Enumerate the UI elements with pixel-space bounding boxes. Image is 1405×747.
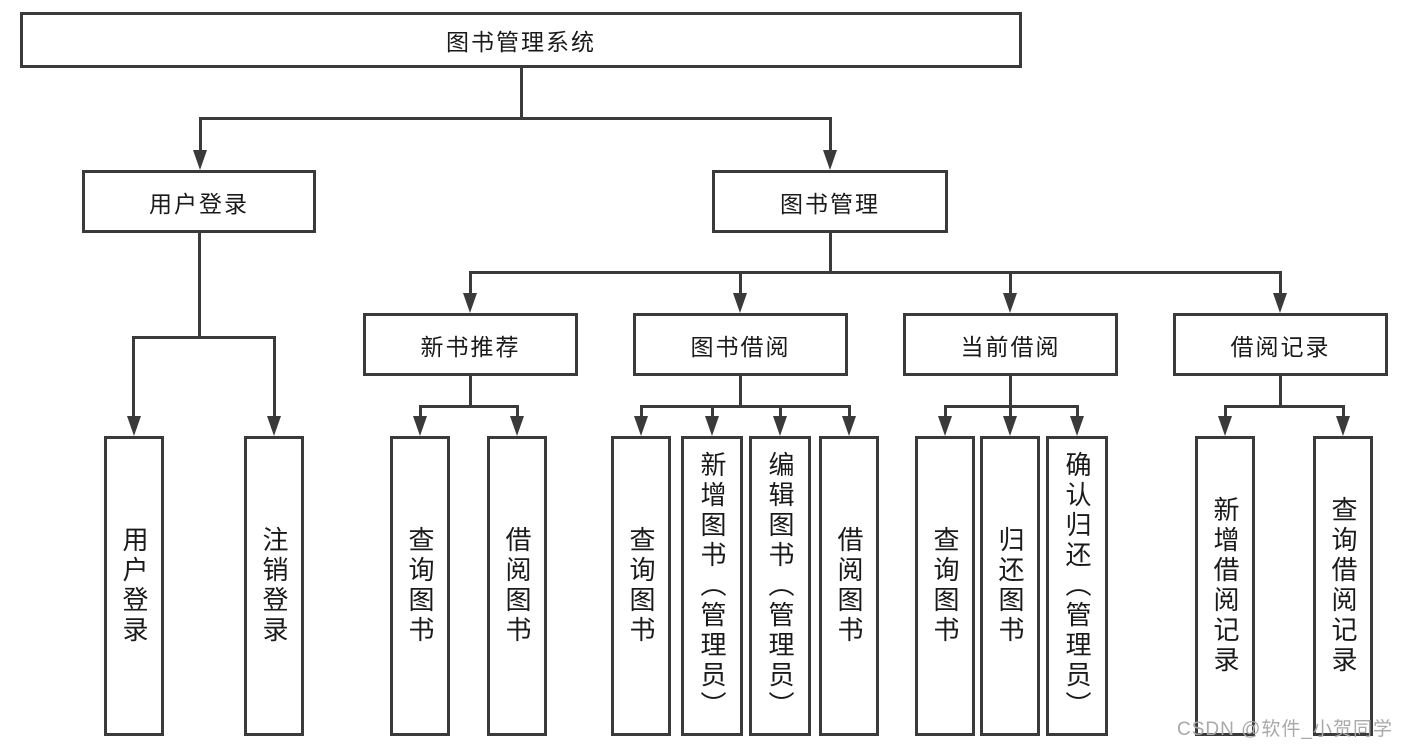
connector-line <box>829 233 832 273</box>
node-book-borrowing: 图书借阅 <box>633 313 848 376</box>
connector-line <box>469 376 472 407</box>
connector-line <box>516 405 519 418</box>
connector-line <box>132 336 276 339</box>
connector-line <box>199 117 832 120</box>
connector-line <box>1224 405 1345 408</box>
arrow-down-icon <box>463 293 477 313</box>
connector-line <box>469 271 1282 274</box>
node-label: 用户登录 <box>149 190 249 217</box>
connector-line <box>1076 405 1079 418</box>
connector-line <box>198 233 201 337</box>
node-label: 图书管理系统 <box>446 29 596 55</box>
node-label: 新书推荐 <box>420 333 521 360</box>
connector-line <box>132 336 135 418</box>
connector-line <box>469 271 472 295</box>
csdn-watermark: CSDN @软件_小贺同学 <box>1177 719 1393 740</box>
arrow-down-icon <box>1218 416 1232 436</box>
node-label: 查询图书 <box>626 526 656 646</box>
connector-line <box>640 405 643 418</box>
leaf-edit-book-admin: 编辑图书（管理员） <box>749 436 811 736</box>
arrow-down-icon <box>1003 416 1017 436</box>
arrow-down-icon <box>193 150 207 170</box>
arrow-down-icon <box>1070 416 1084 436</box>
leaf-query-books-borrowing: 查询图书 <box>611 436 671 736</box>
connector-line <box>739 271 742 295</box>
arrow-down-icon <box>842 416 856 436</box>
node-label: 借阅图书 <box>502 526 532 646</box>
connector-line <box>419 405 422 418</box>
connector-line <box>640 405 851 408</box>
connector-line <box>944 405 947 418</box>
node-label: 新增图书（管理员） <box>697 451 727 721</box>
connector-line <box>1224 405 1227 418</box>
arrow-down-icon <box>634 416 648 436</box>
leaf-return-books: 归还图书 <box>980 436 1040 736</box>
connector-line <box>711 405 714 418</box>
node-current-borrowing: 当前借阅 <box>903 313 1118 376</box>
arrow-down-icon <box>127 416 141 436</box>
leaf-query-books-current: 查询图书 <box>915 436 975 736</box>
connector-line <box>829 117 832 151</box>
connector-line <box>419 405 519 408</box>
connector-line <box>779 405 782 418</box>
connector-line <box>848 405 851 418</box>
node-label: 借阅记录 <box>1230 333 1331 360</box>
node-label: 注销登录 <box>259 526 289 646</box>
leaf-add-borrow-record: 新增借阅记录 <box>1195 436 1255 736</box>
node-label: 新增借阅记录 <box>1210 496 1240 676</box>
node-label: 借阅图书 <box>834 526 864 646</box>
leaf-confirm-return-admin: 确认归还（管理员） <box>1046 436 1108 736</box>
node-user-login: 用户登录 <box>82 170 316 233</box>
node-label: 当前借阅 <box>960 333 1061 360</box>
arrow-down-icon <box>705 416 719 436</box>
leaf-query-borrow-record: 查询借阅记录 <box>1313 436 1373 736</box>
connector-line <box>1342 405 1345 418</box>
node-label: 归还图书 <box>995 526 1025 646</box>
leaf-add-book-admin: 新增图书（管理员） <box>681 436 743 736</box>
connector-line <box>273 336 276 418</box>
connector-line <box>944 405 1079 408</box>
arrow-down-icon <box>1273 293 1287 313</box>
node-book-management: 图书管理 <box>712 170 948 233</box>
node-label: 用户登录 <box>119 526 149 646</box>
leaf-borrow-books: 借阅图书 <box>819 436 879 736</box>
arrow-down-icon <box>773 416 787 436</box>
connector-line <box>1009 405 1012 418</box>
connector-line <box>1279 271 1282 295</box>
arrow-down-icon <box>733 293 747 313</box>
arrow-down-icon <box>823 150 837 170</box>
node-label: 查询图书 <box>405 526 435 646</box>
arrow-down-icon <box>1003 293 1017 313</box>
connector-line <box>520 68 523 119</box>
leaf-logout: 注销登录 <box>244 436 304 736</box>
arrow-down-icon <box>938 416 952 436</box>
node-label: 图书管理 <box>780 190 880 217</box>
node-label: 确认归还（管理员） <box>1062 451 1092 721</box>
arrow-down-icon <box>1336 416 1350 436</box>
connector-line <box>1009 271 1012 295</box>
connector-line <box>1009 376 1012 407</box>
arrow-down-icon <box>267 416 281 436</box>
arrow-down-icon <box>510 416 524 436</box>
node-label: 查询借阅记录 <box>1328 496 1358 676</box>
leaf-borrow-books-recommend: 借阅图书 <box>487 436 547 736</box>
leaf-user-login: 用户登录 <box>104 436 164 736</box>
connector-line <box>1279 376 1282 407</box>
connector-line <box>739 376 742 407</box>
node-borrow-records: 借阅记录 <box>1173 313 1388 376</box>
node-label: 编辑图书（管理员） <box>765 451 795 721</box>
connector-line <box>199 117 202 151</box>
leaf-query-books-recommend: 查询图书 <box>390 436 450 736</box>
node-root-library-system: 图书管理系统 <box>20 12 1022 68</box>
arrow-down-icon <box>413 416 427 436</box>
node-label: 查询图书 <box>930 526 960 646</box>
node-new-book-recommend: 新书推荐 <box>363 313 578 376</box>
node-label: 图书借阅 <box>690 333 791 360</box>
